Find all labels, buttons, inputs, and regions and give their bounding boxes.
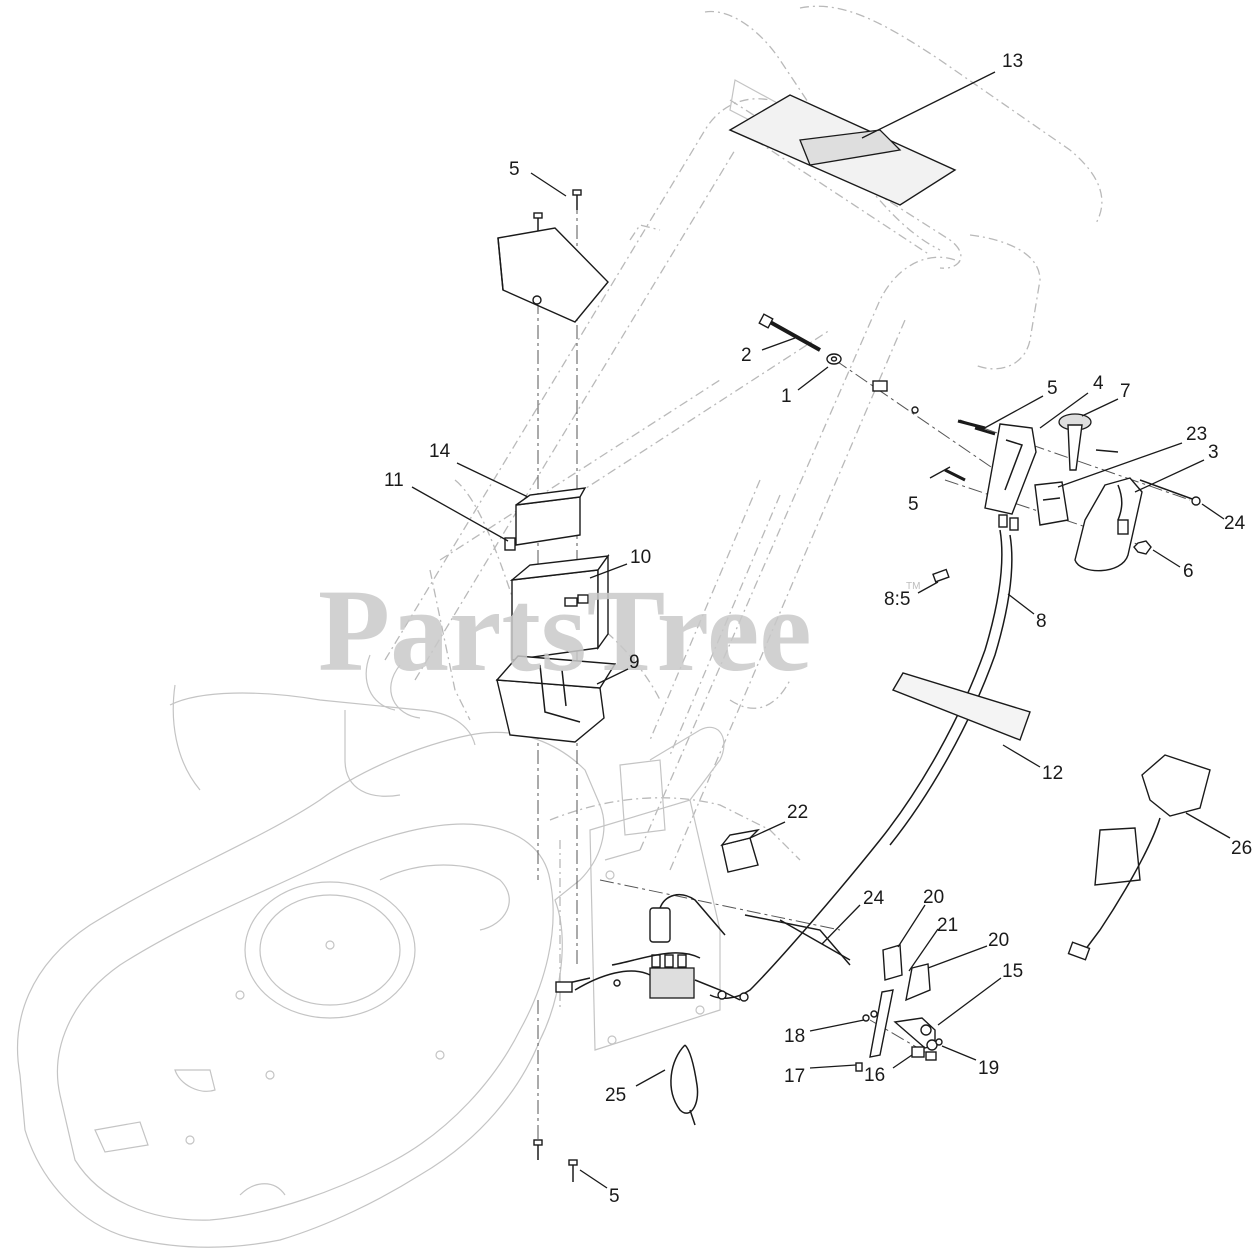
pin-24-upper: [1139, 479, 1201, 506]
watermark: PartsTree TM: [318, 565, 920, 696]
callout-5-lower: 5: [908, 494, 919, 515]
clip: [504, 537, 516, 551]
watermark-trademark: TM: [906, 581, 920, 592]
callout-26: 26: [1231, 838, 1252, 859]
callout-23: 23: [1186, 424, 1207, 445]
frame-bracket: [872, 380, 919, 414]
callout-18: 18: [784, 1026, 805, 1047]
screw-5-bottom: [533, 1139, 578, 1182]
charger: [1067, 754, 1211, 961]
callout-10: 10: [630, 547, 651, 568]
callout-8: 8: [1036, 611, 1047, 632]
callout-15: 15: [1002, 961, 1023, 982]
callout-12: 12: [1042, 763, 1063, 784]
watermark-text: PartsTree: [318, 565, 812, 696]
wire-harness: [709, 529, 1013, 1000]
controller-assembly: [555, 893, 749, 1002]
callout-5-switch: 5: [1047, 378, 1058, 399]
control-panel-outline: [589, 799, 721, 1051]
washer: [826, 353, 842, 365]
callout-20-lower: 20: [988, 930, 1009, 951]
callout-6: 6: [1183, 561, 1194, 582]
rod-24-lower: [744, 914, 851, 966]
callout-17: 17: [784, 1066, 805, 1087]
decal-12: [891, 672, 1031, 741]
callout-1: 1: [781, 386, 792, 407]
callout-20-upper: 20: [923, 887, 944, 908]
callout-4: 4: [1093, 373, 1104, 394]
switch-housing: [984, 423, 1037, 531]
switch: [1034, 449, 1119, 526]
cable-tie: [670, 1044, 699, 1126]
bolt: [758, 313, 821, 352]
screw-5-top: [533, 189, 582, 235]
callout-3: 3: [1208, 442, 1219, 463]
screw-5-right: [944, 419, 996, 482]
callout-19: 19: [978, 1058, 999, 1079]
battery-cover: [497, 227, 609, 323]
callout-24-lower: 24: [863, 888, 885, 909]
relay: [720, 828, 761, 873]
mower-deck-outline: [16, 684, 605, 1248]
key: [1058, 413, 1092, 471]
handle-grip: [728, 94, 957, 206]
foam-pad: [515, 487, 587, 546]
switch-cover: [1074, 477, 1143, 572]
callout-13: 13: [1002, 51, 1023, 72]
callout-labels: 13 5 2 1 5 4 7 23 3 14 11 5 24 10 6 8:5 …: [384, 51, 1252, 1207]
leader-lines: [411, 71, 1231, 1189]
callout-16: 16: [864, 1065, 885, 1086]
callout-8-5: 8:5: [884, 589, 910, 610]
callout-2: 2: [741, 345, 752, 366]
battery: [509, 553, 610, 661]
nut: [1133, 540, 1152, 555]
callout-21: 21: [937, 915, 958, 936]
bracket-assembly: [855, 944, 943, 1072]
callout-5-bottom: 5: [609, 1186, 620, 1207]
callout-7: 7: [1120, 381, 1131, 402]
callout-22: 22: [787, 802, 808, 823]
callout-9: 9: [629, 652, 640, 673]
callout-5-top: 5: [509, 159, 520, 180]
callout-25: 25: [605, 1085, 626, 1106]
callout-24-upper: 24: [1224, 513, 1246, 534]
callout-11: 11: [384, 470, 404, 491]
callout-14: 14: [429, 441, 451, 462]
battery-tray: [495, 655, 617, 743]
